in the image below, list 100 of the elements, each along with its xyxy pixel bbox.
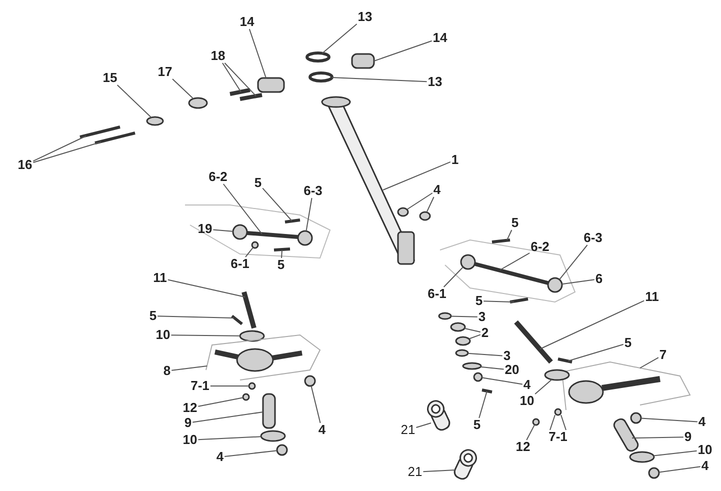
pin: [231, 314, 243, 326]
bushing: [452, 449, 477, 482]
callout-number: 2: [480, 326, 490, 340]
leader-line: [212, 229, 234, 232]
nut: [276, 444, 288, 456]
leader-line: [167, 279, 246, 298]
clamp: [257, 77, 285, 93]
callout-number: 5: [510, 216, 520, 230]
leader-line: [406, 192, 433, 210]
callout-number: 4: [432, 183, 442, 197]
leader-line: [561, 279, 595, 285]
callout-number: 13: [426, 75, 444, 89]
leader-line: [32, 142, 102, 163]
leader-line: [171, 366, 208, 371]
callout-number: 4: [697, 415, 707, 429]
callout-number: 15: [102, 71, 118, 85]
callout-number: 4: [700, 459, 710, 473]
callout-number: 21: [400, 423, 416, 437]
leader-line: [374, 40, 432, 62]
bushing: [455, 336, 471, 346]
callout-number: 6-1: [230, 257, 250, 271]
callout-number: 6-2: [208, 170, 228, 184]
o-ring: [308, 72, 334, 82]
leader-line: [480, 366, 504, 370]
callout-number: 4: [522, 378, 532, 392]
callout-number: 4: [215, 450, 225, 464]
pin: [284, 218, 300, 224]
bolt: [242, 291, 256, 329]
callout-number: 10: [182, 433, 198, 447]
leader-line: [534, 379, 552, 394]
callout-number: 17: [156, 65, 174, 79]
leader-line: [224, 62, 256, 96]
leader-line: [222, 184, 262, 234]
bolt: [248, 382, 256, 390]
washer: [188, 97, 208, 109]
callout-number: 11: [152, 271, 168, 285]
leader-line: [506, 230, 512, 240]
callout-number: 19: [196, 222, 214, 236]
leader-line: [558, 244, 588, 280]
nut: [648, 467, 660, 479]
callout-number: 8: [162, 364, 172, 378]
callout-number: 6-1: [426, 287, 448, 301]
leader-line: [481, 377, 523, 385]
leader-line: [550, 414, 556, 430]
callout-number: 3: [502, 349, 512, 363]
nut: [304, 375, 316, 387]
leader-line: [245, 246, 254, 258]
pin: [230, 88, 250, 96]
leader-line: [224, 450, 278, 457]
callout-number: 16: [16, 158, 34, 172]
washer: [239, 330, 265, 342]
callout-number: 7: [658, 348, 668, 362]
leader-line: [464, 328, 481, 332]
callout-number: 7-1: [548, 430, 568, 444]
leader-line: [170, 334, 240, 336]
callout-number: 12: [514, 440, 532, 454]
leader-line: [322, 24, 358, 54]
callout-number: 6: [594, 272, 604, 286]
leader-line: [560, 414, 566, 430]
callout-number: 1: [450, 153, 460, 167]
leader-line: [198, 436, 262, 440]
tie-rod: [246, 231, 298, 239]
leader-line: [198, 397, 244, 407]
ring: [438, 312, 452, 320]
callout-number: 14: [432, 31, 448, 45]
sleeve: [262, 393, 276, 429]
assembly-outline: [561, 361, 691, 410]
leader-line: [540, 300, 645, 350]
leader-line: [478, 390, 488, 418]
bolt: [554, 408, 562, 416]
callout-number: 14: [238, 15, 256, 29]
leader-line: [526, 424, 536, 440]
leader-line: [281, 250, 282, 258]
pin: [558, 358, 572, 364]
leader-line: [422, 470, 456, 472]
callout-number: 13: [356, 10, 374, 24]
ball-joint: [547, 277, 563, 293]
bolt: [514, 320, 553, 364]
callout-number: 9: [183, 416, 193, 430]
callout-number: 5: [474, 294, 484, 308]
ring: [455, 349, 469, 357]
leader-line: [222, 62, 242, 92]
callout-number: 6-2: [530, 240, 550, 254]
ball-joint: [460, 254, 476, 270]
tie-rod: [474, 262, 548, 285]
callout-number: 3: [477, 310, 487, 324]
ball-joint: [232, 224, 248, 240]
callout-number: 7-1: [190, 379, 210, 393]
pin: [482, 388, 492, 394]
callout-number: 11: [644, 290, 660, 304]
nut: [473, 372, 483, 382]
pin: [492, 238, 510, 244]
callout-number: 5: [472, 418, 482, 432]
ball-stud: [251, 241, 259, 249]
washer: [260, 430, 286, 442]
grease-nipple: [532, 418, 540, 426]
callout-number: 12: [182, 401, 198, 415]
pin: [240, 93, 262, 101]
bushing: [450, 322, 466, 332]
leader-line: [467, 352, 503, 356]
